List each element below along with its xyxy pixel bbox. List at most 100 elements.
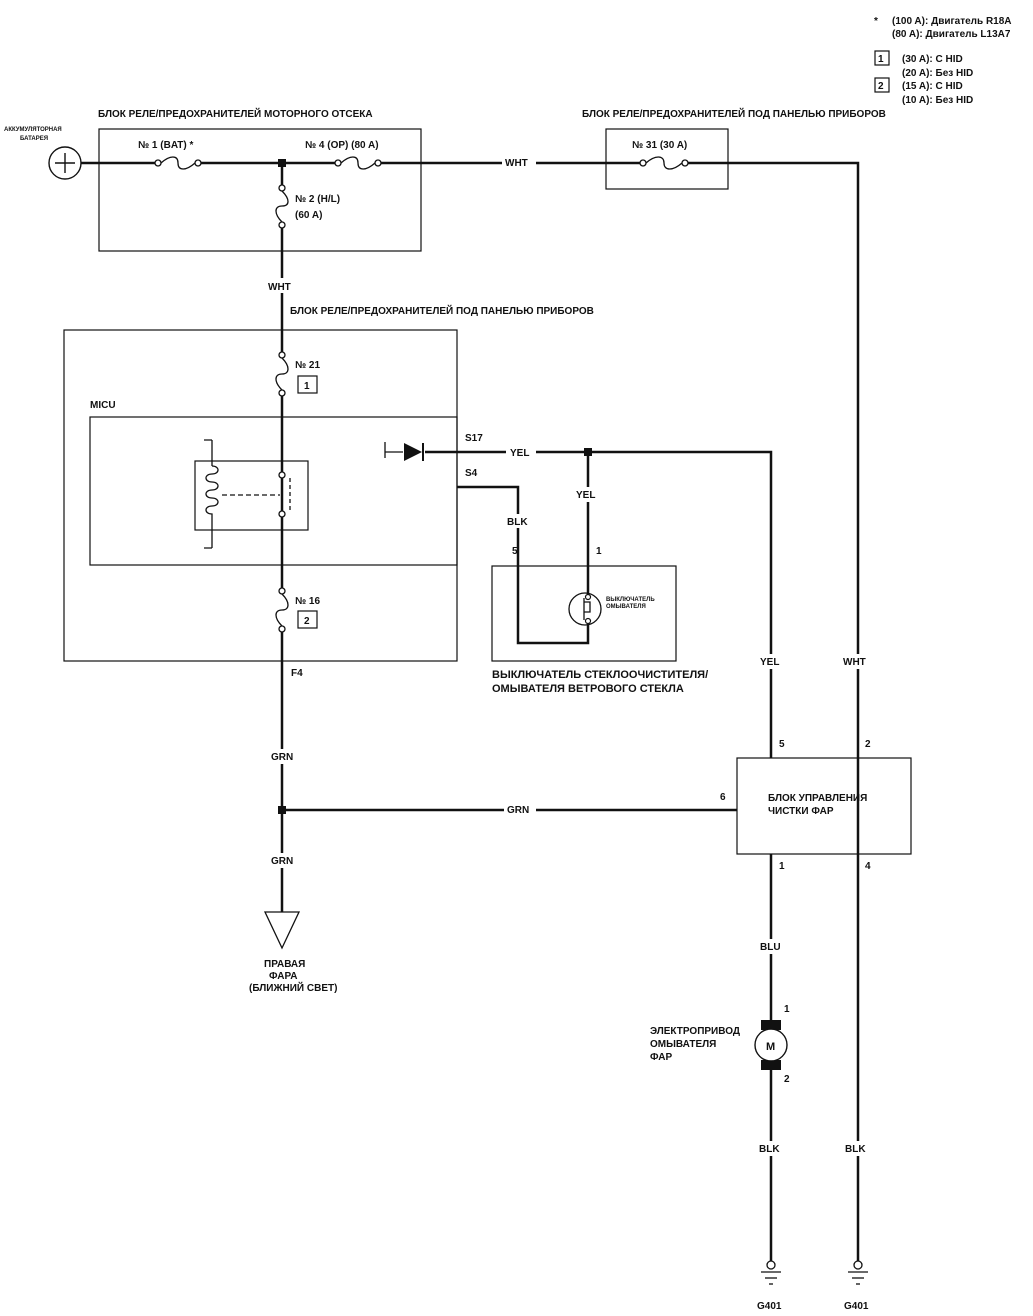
headlight-label-3: (БЛИЖНИЙ СВЕТ)	[249, 981, 337, 994]
fuse-16	[275, 587, 289, 633]
washer-switch-box	[491, 565, 677, 662]
ground-left-label: G401	[757, 1301, 782, 1312]
f4-label: F4	[291, 668, 303, 679]
diode	[384, 442, 424, 461]
washer-switch-icon	[568, 592, 602, 626]
fuse-16-label: № 16	[295, 596, 320, 607]
control-unit-box	[736, 757, 912, 855]
washer-switch-inner-2: ОМЫВАТЕЛЯ	[606, 604, 646, 610]
washer-switch-pin1: 1	[596, 546, 602, 557]
fuse-21-tag: 1	[304, 381, 310, 392]
s17-label: S17	[465, 433, 483, 444]
washer-switch-label-1: ВЫКЛЮЧАТЕЛЬ СТЕКЛООЧИСТИТЕЛЯ/	[492, 669, 708, 681]
motor-label-3: ФАР	[650, 1052, 673, 1063]
washer-switch: 5 1 ВЫКЛЮЧАТЕЛЬ ОМЫВАТЕЛЯ	[512, 546, 655, 626]
note-tag-2-box	[874, 77, 890, 93]
notes-legend: * (100 A): Двигатель R18A (80 A): Двигат…	[874, 16, 1012, 106]
headlight-label-1: ПРАВАЯ	[264, 959, 305, 970]
micu-label: MICU	[90, 400, 116, 411]
ground-left: G401	[757, 1260, 782, 1312]
junction-dot	[278, 159, 286, 167]
wire-wht-right	[688, 161, 860, 1262]
wire-label-wht-left: WHT	[268, 282, 291, 293]
dash-box-top-title: БЛОК РЕЛЕ/ПРЕДОХРАНИТЕЛЕЙ ПОД ПАНЕЛЬЮ ПР…	[582, 107, 886, 120]
fuse-16-tag-box	[297, 610, 318, 629]
note-2-line2: (10 A): Без HID	[902, 95, 973, 106]
ground-right-label: G401	[844, 1301, 869, 1312]
dash-fuse-box-top	[605, 128, 729, 190]
note-2-line1: (15 A): С HID	[902, 81, 963, 92]
relay	[194, 439, 309, 549]
ground-right: G401	[844, 1260, 869, 1312]
engine-fuse-box	[98, 128, 422, 252]
headlight-label-2: ФАРА	[269, 971, 298, 982]
fuse-21-label: № 21	[295, 360, 320, 371]
wire-label-blk-s4: BLK	[507, 517, 528, 528]
control-unit-pin2: 2	[865, 739, 871, 750]
wire-label-grn-2: GRN	[271, 856, 293, 867]
control-unit-pin5: 5	[779, 739, 785, 750]
note-tag-1-box	[874, 50, 890, 66]
wire-label-blk-right: BLK	[845, 1144, 866, 1155]
wire-label-yel-right: YEL	[760, 657, 779, 668]
fuse-1-label: № 1 (BAT) *	[138, 140, 194, 151]
relay-coil	[205, 465, 219, 523]
note-star-line1: (100 A): Двигатель R18A	[892, 16, 1012, 27]
dash-fuse-box-main	[63, 329, 458, 662]
wire-label-blu: BLU	[760, 942, 781, 953]
fuse-4-label: № 4 (OP) (80 A)	[305, 140, 379, 151]
fuse-16-tag: 2	[304, 616, 310, 627]
micu-box	[89, 416, 458, 566]
wire-blk-s4	[457, 485, 590, 645]
dash-box-main-title: БЛОК РЕЛЕ/ПРЕДОХРАНИТЕЛЕЙ ПОД ПАНЕЛЬЮ ПР…	[290, 304, 594, 317]
motor-label-1: ЭЛЕКТРОПРИВОД	[650, 1026, 740, 1037]
s4-label: S4	[465, 468, 478, 479]
fuse-4	[334, 156, 382, 170]
fuse-31-label: № 31 (30 A)	[632, 140, 687, 151]
ground-icon	[766, 1260, 776, 1270]
motor-pin2: 2	[784, 1074, 790, 1085]
wire-label-wht-right: WHT	[843, 657, 866, 668]
fuse-2-label-a: № 2 (H/L)	[295, 194, 340, 205]
control-unit-pin4: 4	[865, 861, 871, 872]
note-tag-2: 2	[878, 81, 884, 92]
wire-label-yel-drop: YEL	[576, 490, 595, 501]
note-1-line1: (30 A): С HID	[902, 54, 963, 65]
fuse-31	[639, 156, 689, 170]
washer-switch-pin5: 5	[512, 546, 518, 557]
note-1-line2: (20 A): Без HID	[902, 68, 973, 79]
control-unit-pin6: 6	[720, 792, 726, 803]
relay-box	[194, 460, 309, 531]
motor-icon	[754, 1028, 788, 1062]
control-unit-pin1: 1	[779, 861, 785, 872]
fuse-21	[275, 351, 289, 397]
wire-label-wht-top: WHT	[505, 158, 528, 169]
engine-box-title: БЛОК РЕЛЕ/ПРЕДОХРАНИТЕЛЕЙ МОТОРНОГО ОТСЕ…	[98, 107, 373, 120]
washer-switch-label-2: ОМЫВАТЕЛЯ ВЕТРОВОГО СТЕКЛА	[492, 683, 684, 695]
junction-dot	[278, 806, 286, 814]
note-tag-1: 1	[878, 54, 884, 65]
ground-icon	[853, 1260, 863, 1270]
wire-label-grn-1: GRN	[271, 752, 293, 763]
fuse-21-tag-box	[297, 375, 318, 394]
washer-motor: M 1 2	[754, 1004, 790, 1085]
battery-label-2: БАТАРЕЯ	[20, 136, 48, 142]
fuse-1	[154, 156, 202, 170]
motor-pin1: 1	[784, 1004, 790, 1015]
motor-label-2: ОМЫВАТЕЛЯ	[650, 1039, 716, 1050]
headlight-arrow-icon	[263, 911, 301, 950]
control-unit-label-1: БЛОК УПРАВЛЕНИЯ	[768, 793, 867, 804]
control-unit-label-2: ЧИСТКИ ФАР	[768, 806, 834, 817]
junction-dot	[584, 448, 592, 456]
battery: АККУМУЛЯТОРНАЯ БАТАРЕЯ	[4, 127, 82, 180]
wire-label-blk-motor: BLK	[759, 1144, 780, 1155]
wire-label-grn-mid: GRN	[507, 805, 529, 816]
washer-switch-inner-1: ВЫКЛЮЧАТЕЛЬ	[606, 597, 655, 603]
note-star-line2: (80 A): Двигатель L13A7	[892, 29, 1011, 40]
fuse-2-label-b: (60 A)	[295, 210, 322, 221]
wire-label-yel-s17: YEL	[510, 448, 529, 459]
motor-symbol: M	[766, 1041, 775, 1053]
battery-label-1: АККУМУЛЯТОРНАЯ	[4, 127, 62, 133]
note-star: *	[874, 16, 878, 27]
